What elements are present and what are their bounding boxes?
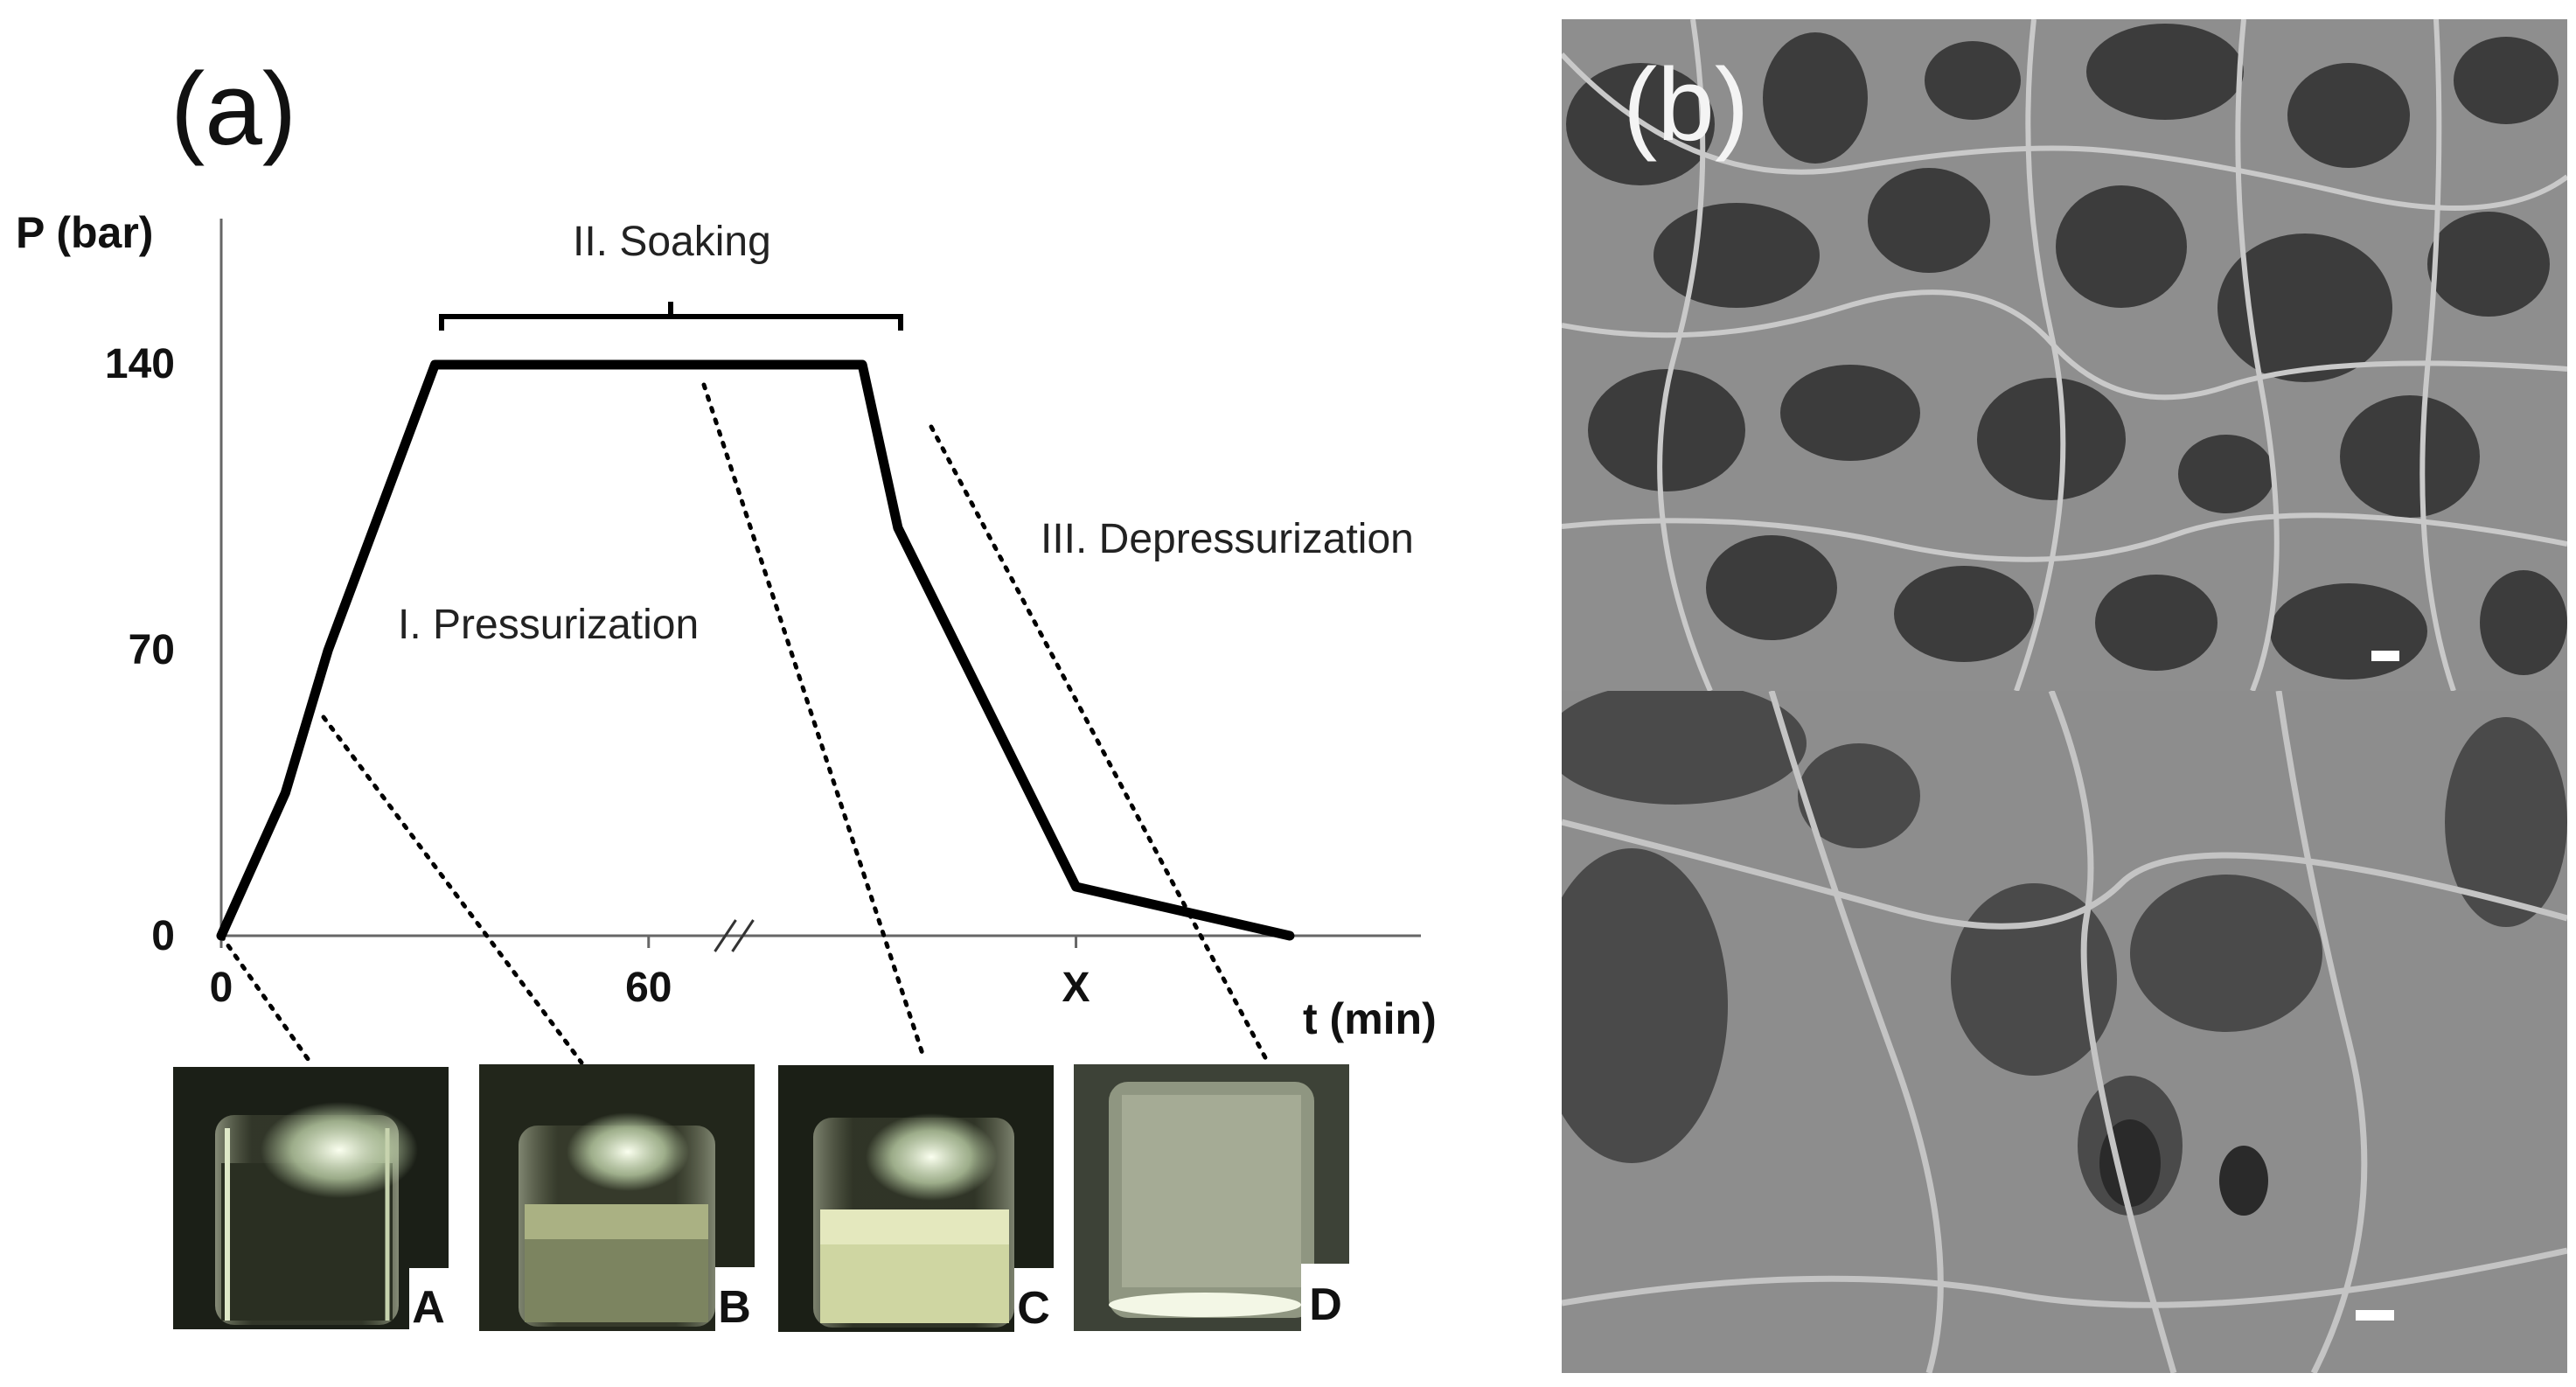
leader-line-d: [929, 424, 1271, 1065]
photo-d: D: [1074, 1064, 1349, 1331]
y-tick-label-0: 0: [151, 913, 175, 959]
scale-bar-top: [2371, 651, 2399, 661]
x-tick-label-2: X: [1062, 965, 1090, 1011]
photo-a: A: [173, 1067, 449, 1333]
photo-c-label: C: [1017, 1283, 1050, 1334]
stage-label-pressurization: I. Pressurization: [398, 602, 699, 648]
leader-line-a: [219, 933, 313, 1065]
y-axis-label: P (bar): [16, 208, 153, 257]
x-axis-label: t (min): [1303, 994, 1437, 1043]
leader-line-b: [321, 714, 584, 1065]
sem-image-bottom: [1562, 691, 2567, 1373]
stage-label-depressurization: III. Depressurization: [1041, 516, 1414, 562]
pressure-curve: [216, 359, 1295, 941]
scale-bar-bottom: [2356, 1310, 2394, 1321]
x-tick-label-1: 60: [625, 965, 672, 1011]
leader-line-c: [701, 382, 925, 1056]
soaking-bracket: [439, 302, 903, 331]
photo-a-label: A: [412, 1282, 445, 1333]
panel-b-label: (b): [1623, 47, 1750, 163]
photo-c: C: [778, 1065, 1054, 1334]
pressure-time-chart: (a) P (bar) t (min) 0 70 140 0 60 X I. Pre…: [16, 52, 1437, 1334]
axis-break-stroke-0: [714, 919, 737, 952]
panel-a-label: (a): [171, 52, 296, 167]
axis-break-stroke-1: [731, 919, 755, 952]
sem-image-top: (b): [1562, 19, 2567, 691]
leader-lines: [219, 382, 1271, 1065]
photo-b-label: B: [718, 1282, 751, 1333]
y-tick-label-70: 70: [129, 627, 175, 673]
axis-break-mark: [714, 919, 755, 952]
photo-d-label: D: [1309, 1279, 1342, 1330]
stage-label-soaking: II. Soaking: [573, 219, 771, 265]
x-ticks: 0 60 X: [210, 936, 1090, 1011]
x-tick-label-0: 0: [210, 965, 233, 1011]
photo-b: B: [479, 1064, 755, 1333]
y-tick-label-140: 140: [105, 341, 175, 387]
